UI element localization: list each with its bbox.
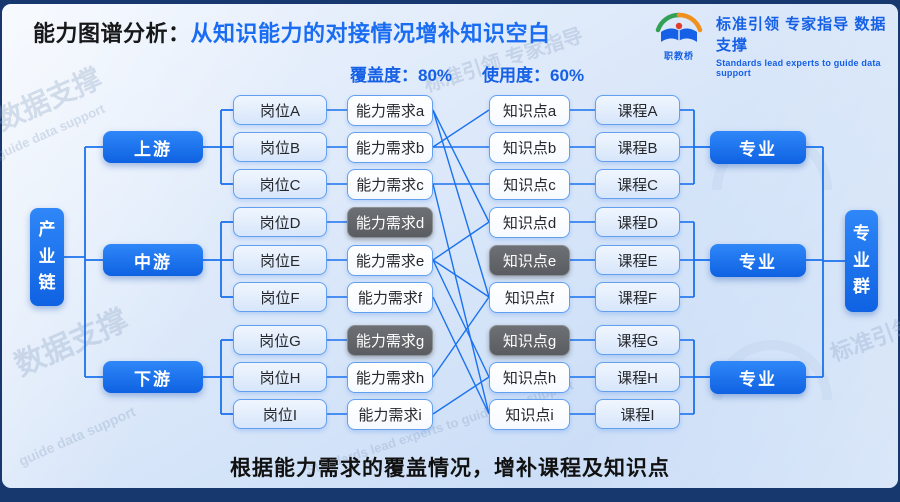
connector-line (432, 109, 490, 223)
post-box-A: 岗位A (233, 95, 327, 125)
ability-box-d: 能力需求d (347, 206, 433, 238)
ability-box-h: 能力需求h (347, 361, 433, 393)
ability-box-f: 能力需求f (347, 281, 433, 313)
course-box-C: 课程C (595, 169, 680, 199)
post-box-H: 岗位H (233, 362, 327, 392)
major-box-1: 专业 (710, 243, 806, 277)
logo-slogan-en: Standards lead experts to guide data sup… (716, 58, 881, 78)
page-title-prefix: 能力图谱分析： (33, 21, 191, 46)
knowledge-box-b: 知识点b (489, 131, 570, 163)
post-box-B: 岗位B (233, 132, 327, 162)
connector-line (432, 376, 490, 415)
knowledge-box-e: 知识点e (489, 244, 570, 276)
connector-line (432, 259, 490, 298)
coverage-value: 80% (418, 66, 453, 85)
logo-slogan-cn: 标准引领 专家指导 数据支撑 (716, 16, 887, 54)
connector-line (432, 221, 490, 261)
page-title-main: 从知识能力的对接情况增补知识空白 (190, 21, 551, 46)
brand-logo: 职教桥 标准引领 专家指导 数据支撑 Standards lead expert… (650, 10, 900, 78)
major-box-2: 专业 (710, 360, 806, 394)
coverage-stats: 覆盖度：80% 使用度：60% (350, 61, 584, 86)
ability-box-a: 能力需求a (347, 94, 433, 126)
logo-mark: 职教桥 (650, 10, 708, 62)
segment-box-0: 上游 (103, 131, 203, 163)
ability-box-e: 能力需求e (347, 244, 433, 276)
post-box-F: 岗位F (233, 282, 327, 312)
usage-value: 60% (550, 66, 585, 85)
connector-line (432, 296, 490, 415)
course-box-I: 课程I (595, 399, 680, 429)
logo-book-rainbow-icon (655, 12, 703, 42)
major-box-0: 专业 (710, 130, 806, 164)
industry-chain-box: 产业链 (30, 208, 64, 306)
coverage-label: 覆盖度： (350, 66, 418, 85)
course-box-F: 课程F (595, 282, 680, 312)
knowledge-box-i: 知识点i (489, 398, 570, 430)
post-box-G: 岗位G (233, 325, 327, 355)
footer-note: 根据能力需求的覆盖情况，增补课程及知识点 (230, 457, 670, 480)
course-box-E: 课程E (595, 245, 680, 275)
logo-name: 职教桥 (663, 51, 694, 61)
usage-label: 使用度： (482, 66, 551, 85)
ability-box-g: 能力需求g (347, 324, 433, 356)
course-box-H: 课程H (595, 362, 680, 392)
knowledge-box-g: 知识点g (489, 324, 570, 356)
ability-box-i: 能力需求i (347, 398, 433, 430)
knowledge-box-f: 知识点f (489, 281, 570, 313)
course-box-G: 课程G (595, 325, 680, 355)
connector-line (432, 109, 490, 148)
post-box-C: 岗位C (233, 169, 327, 199)
connector-line (432, 259, 490, 378)
connector-line (432, 296, 490, 378)
post-box-I: 岗位I (233, 399, 327, 429)
ability-box-b: 能力需求b (347, 131, 433, 163)
post-box-E: 岗位E (233, 245, 327, 275)
course-box-B: 课程B (595, 132, 680, 162)
knowledge-box-h: 知识点h (489, 361, 570, 393)
knowledge-box-c: 知识点c (489, 168, 570, 200)
course-box-D: 课程D (595, 207, 680, 237)
segment-box-1: 中游 (103, 244, 203, 276)
knowledge-box-d: 知识点d (489, 206, 570, 238)
page-title: 能力图谱分析：从知识能力的对接情况增补知识空白 (33, 16, 551, 48)
post-box-D: 岗位D (233, 207, 327, 237)
major-group-box: 专业群 (845, 210, 878, 312)
connector-line (432, 183, 490, 415)
knowledge-box-a: 知识点a (489, 94, 570, 126)
logo-slogans: 标准引领 专家指导 数据支撑 Standards lead experts to… (716, 10, 900, 78)
ability-box-c: 能力需求c (347, 168, 433, 200)
course-box-A: 课程A (595, 95, 680, 125)
segment-box-2: 下游 (103, 361, 203, 393)
